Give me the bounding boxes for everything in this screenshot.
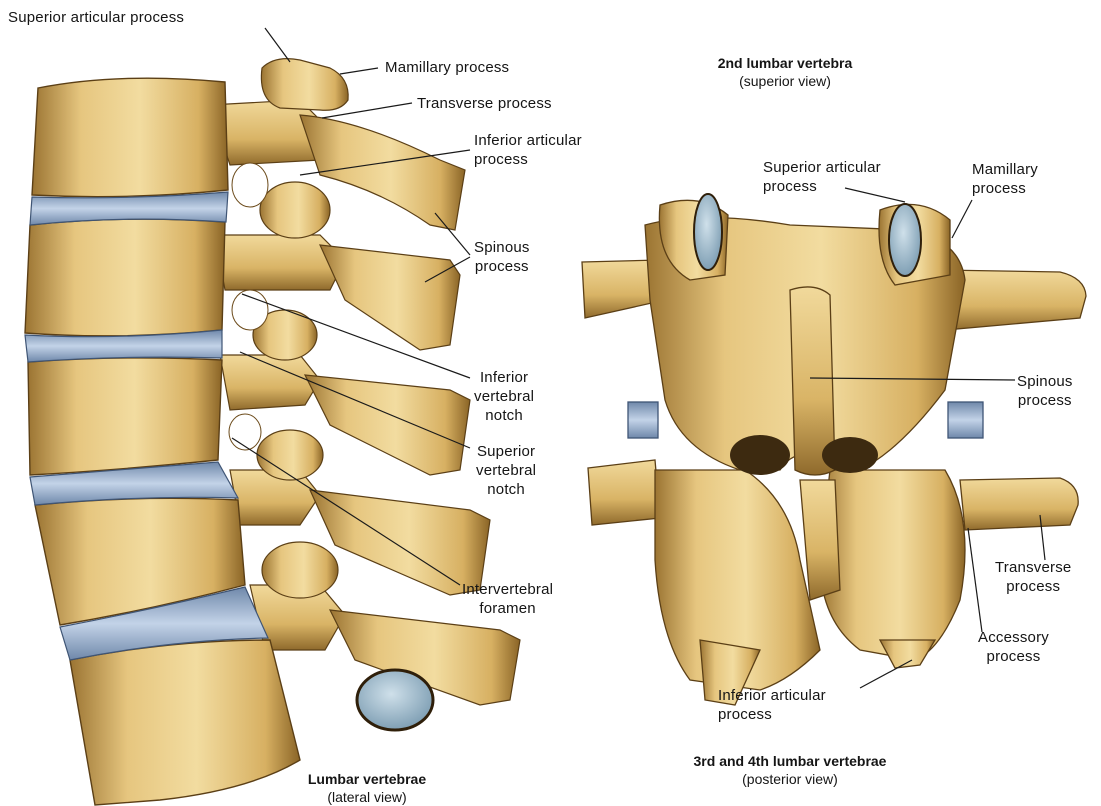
- caption-superior-view-title: 2nd lumbar vertebra: [680, 54, 890, 72]
- label-post-superior-articular-process: Superior articular process: [763, 158, 881, 196]
- caption-superior-view-subtitle: (superior view): [680, 72, 890, 90]
- cartilage-superior-right: [889, 204, 921, 276]
- label-post-accessory-line2: process: [987, 648, 1041, 665]
- label-post-inferior-articular-process: Inferior articular process: [718, 686, 826, 724]
- label-post-spinous-process: Spinous process: [1017, 372, 1073, 410]
- caption-lateral-subtitle: (lateral view): [278, 788, 456, 806]
- intervertebral-foramen-3: [229, 414, 261, 450]
- spinous-process-2: [320, 245, 460, 350]
- label-inf-notch-line2: vertebral: [474, 388, 534, 405]
- transverse-process-lower-left: [588, 460, 660, 525]
- label-foramen-line2: foramen: [479, 600, 535, 617]
- label-foramen-line1: Intervertebral: [462, 581, 553, 598]
- vertebral-body-l5: [70, 640, 300, 805]
- leader-post-mamillary: [952, 200, 972, 238]
- vertebral-body-l1: [32, 78, 228, 197]
- caption-lateral-title: Lumbar vertebrae: [278, 770, 456, 788]
- intervertebral-foramen-1: [232, 163, 268, 207]
- cartilage-superior-left: [694, 194, 722, 270]
- label-post-inf-art-line1: Inferior articular: [718, 687, 826, 704]
- label-intervertebral-foramen: Intervertebral foramen: [462, 580, 553, 618]
- label-spinous-line1: Spinous: [474, 239, 530, 256]
- label-post-mamillary-process: Mamillary process: [972, 160, 1038, 198]
- articular-process-5: [262, 542, 338, 598]
- label-sup-notch-line1: Superior: [477, 443, 535, 460]
- transverse-process-lower-right: [960, 478, 1078, 530]
- label-inferior-vertebral-notch: Inferior vertebral notch: [474, 368, 534, 425]
- intervertebral-foramen-2: [232, 290, 268, 330]
- interlaminar-space-right: [822, 437, 878, 473]
- leader-post-inferior-articular: [860, 660, 912, 688]
- spinous-process-lower: [800, 480, 840, 600]
- label-superior-articular-process: Superior articular process: [8, 8, 184, 27]
- leader-superior-articular: [265, 28, 290, 62]
- label-post-spinous-line2: process: [1018, 392, 1072, 409]
- caption-posterior-title: 3rd and 4th lumbar vertebrae: [645, 752, 935, 770]
- label-post-spinous-line1: Spinous: [1017, 373, 1073, 390]
- label-post-transverse-line2: process: [1006, 578, 1060, 595]
- lateral-view: [25, 28, 520, 805]
- label-sup-notch-line2: vertebral: [476, 462, 536, 479]
- superior-articular-process-top: [261, 59, 348, 111]
- label-sup-notch-line3: notch: [487, 481, 525, 498]
- vertebral-body-l3: [28, 358, 222, 475]
- label-inferior-articular-line1: Inferior articular: [474, 132, 582, 149]
- pedicle-l4: [230, 470, 320, 525]
- label-post-sup-art-line1: Superior articular: [763, 159, 881, 176]
- caption-posterior: 3rd and 4th lumbar vertebrae (posterior …: [645, 752, 935, 788]
- label-post-inf-art-line2: process: [718, 706, 772, 723]
- leader-mamillary: [340, 68, 378, 74]
- label-spinous-line2: process: [475, 258, 529, 275]
- label-post-transverse-process: Transverse process: [995, 558, 1071, 596]
- disc-posterior-left: [628, 402, 658, 438]
- label-inf-notch-line1: Inferior: [480, 369, 528, 386]
- label-inf-notch-line3: notch: [485, 407, 523, 424]
- caption-lateral: Lumbar vertebrae (lateral view): [278, 770, 456, 806]
- caption-posterior-subtitle: (posterior view): [645, 770, 935, 788]
- label-spinous-process: Spinous process: [474, 238, 530, 276]
- label-post-accessory-line1: Accessory: [978, 629, 1049, 646]
- vertebral-body-l2: [25, 219, 225, 336]
- inferior-articular-process-right: [880, 640, 935, 668]
- label-inferior-articular-line2: process: [474, 151, 528, 168]
- articular-cartilage-facet: [357, 670, 433, 730]
- label-post-accessory-process: Accessory process: [978, 628, 1049, 666]
- label-post-transverse-line1: Transverse: [995, 559, 1071, 576]
- interlaminar-space-left: [730, 435, 790, 475]
- disc-posterior-right: [948, 402, 983, 438]
- pedicle-l3: [220, 355, 320, 410]
- lower-lamina-right: [820, 470, 965, 660]
- articular-process-2: [260, 182, 330, 238]
- label-transverse-process: Transverse process: [417, 94, 552, 113]
- label-superior-vertebral-notch: Superior vertebral notch: [476, 442, 536, 499]
- caption-superior-view: 2nd lumbar vertebra (superior view): [680, 54, 890, 90]
- articular-process-4: [257, 430, 323, 480]
- pedicle-l2: [215, 235, 345, 290]
- leader-post-accessory: [968, 528, 982, 632]
- label-post-sup-art-line2: process: [763, 178, 817, 195]
- label-inferior-articular-process: Inferior articular process: [474, 131, 582, 169]
- label-post-mamillary-line2: process: [972, 180, 1026, 197]
- label-post-mamillary-line1: Mamillary: [972, 161, 1038, 178]
- label-mamillary-process: Mamillary process: [385, 58, 509, 77]
